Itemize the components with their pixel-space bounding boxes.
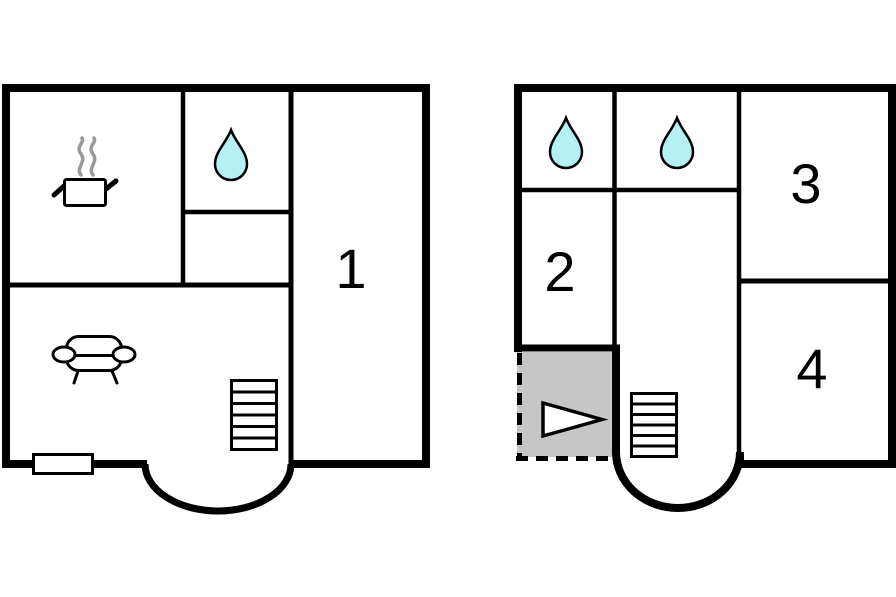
sofa-armrest	[51, 345, 77, 364]
left-plan-outer-walls	[2, 84, 430, 468]
left-floor-plan: 1	[2, 84, 430, 515]
right-floor-plan: 2 3 4	[514, 84, 896, 512]
pot-handles	[51, 178, 119, 198]
steam-icon	[77, 136, 85, 177]
stairs-icon	[230, 379, 278, 451]
stairwell-arch	[612, 350, 744, 512]
entrance-arch	[141, 463, 295, 515]
water-drop-icon	[213, 126, 249, 182]
steam-icon	[89, 136, 97, 177]
cooking-pot-icon	[51, 136, 119, 207]
sofa-legs	[72, 369, 119, 385]
water-drop-icon	[659, 114, 695, 170]
right-plan-outer-walls	[514, 84, 896, 468]
window-marker	[32, 453, 94, 475]
water-drop-icon	[548, 114, 584, 170]
pot-body	[63, 178, 107, 207]
void-area	[517, 352, 616, 457]
sofa-icon	[51, 335, 137, 385]
sofa-armrest	[111, 345, 137, 364]
stairs-treads	[231, 390, 277, 440]
room-label-2: 2	[544, 240, 575, 303]
room-label-4: 4	[796, 337, 827, 400]
void-arrow-icon	[541, 400, 609, 439]
stairs-treads	[631, 402, 677, 448]
stairs-icon	[630, 392, 678, 458]
room-label-3: 3	[790, 152, 821, 215]
room-label-1: 1	[335, 237, 366, 300]
